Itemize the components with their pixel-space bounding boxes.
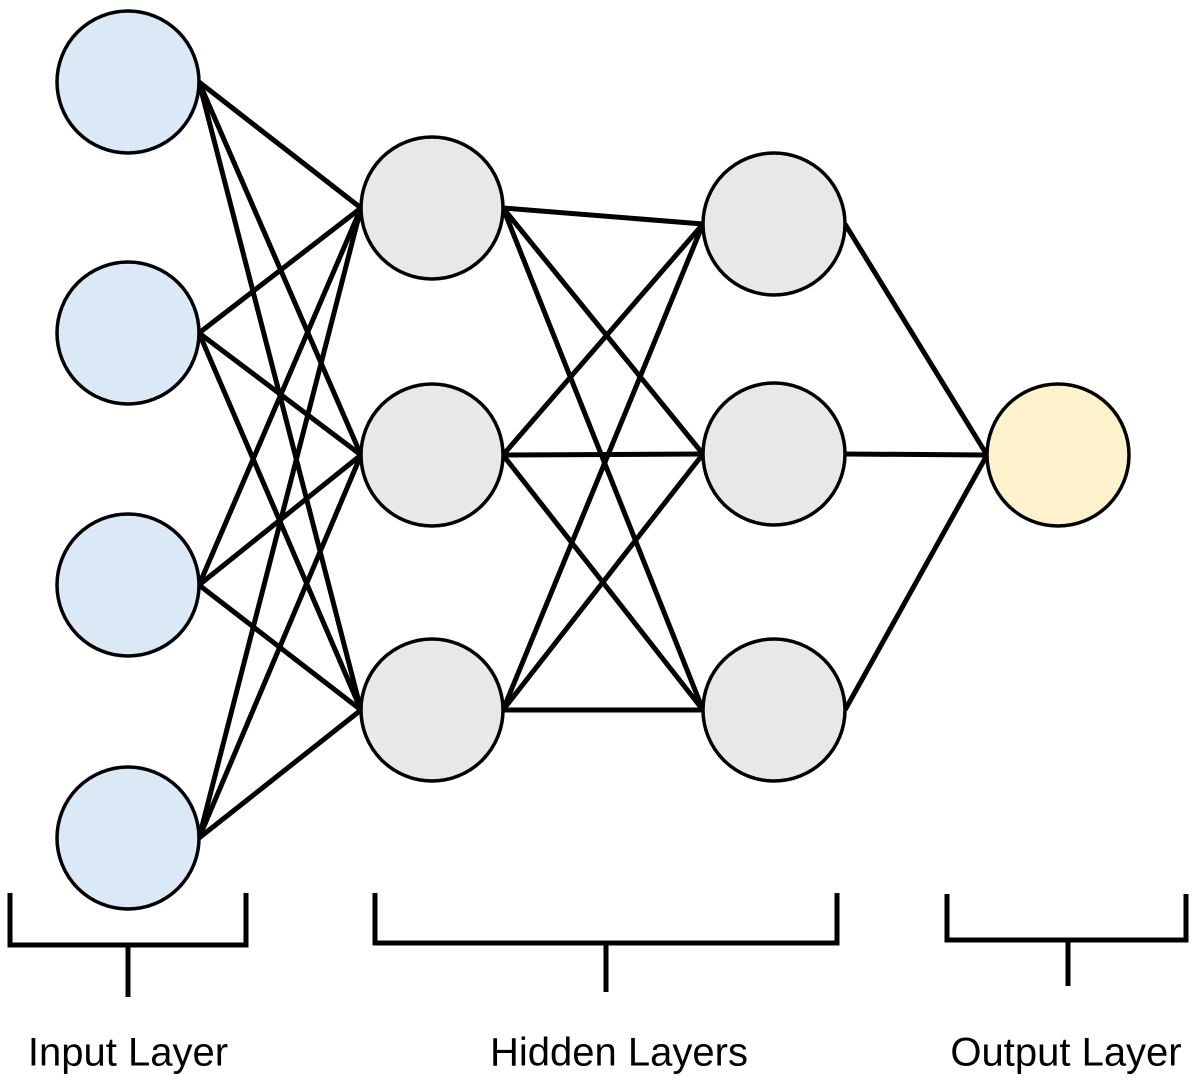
bracket-input-layer [7, 893, 249, 997]
edge-input-to-hidden1 [197, 206, 363, 335]
edge-hidden2-to-output [842, 222, 990, 457]
edge-input-to-hidden1 [197, 708, 363, 840]
bracket-hidden-layer [372, 893, 840, 992]
hidden2-node-1 [701, 151, 847, 297]
input-node-4 [55, 765, 201, 911]
edge-hidden1-to-hidden2 [500, 223, 706, 711]
edge-input-to-hidden1 [196, 207, 364, 586]
output-node-1 [985, 382, 1131, 528]
edge-hidden2-to-output [842, 453, 990, 712]
label-output-layer: Output Layer [950, 1030, 1182, 1075]
edge-hidden1-to-hidden2 [500, 207, 706, 711]
hidden1-node-3 [359, 637, 505, 783]
hidden1-node-2 [359, 382, 505, 528]
edge-hidden1-to-hidden2 [501, 452, 705, 712]
input-node-2 [55, 260, 201, 406]
label-input-layer: Input Layer [27, 1030, 229, 1075]
edge-input-to-hidden1 [196, 454, 364, 839]
edge-input-to-hidden1 [196, 207, 364, 839]
edge-hidden1-to-hidden2 [501, 206, 705, 456]
bracket-output-layer [944, 894, 1189, 986]
label-hidden-layers: Hidden Layers [490, 1030, 748, 1075]
edge-hidden1-to-hidden2 [502, 205, 704, 227]
edge-input-to-hidden1 [197, 80, 363, 210]
edge-hidden1-to-hidden2 [501, 222, 705, 457]
input-node-1 [55, 9, 201, 155]
input-node-3 [55, 512, 201, 658]
edge-hidden2-to-output [844, 451, 988, 458]
hidden2-node-2 [701, 381, 847, 527]
edge-hidden1-to-hidden2 [502, 451, 704, 458]
hidden2-node-3 [701, 637, 847, 783]
hidden1-node-1 [359, 135, 505, 281]
